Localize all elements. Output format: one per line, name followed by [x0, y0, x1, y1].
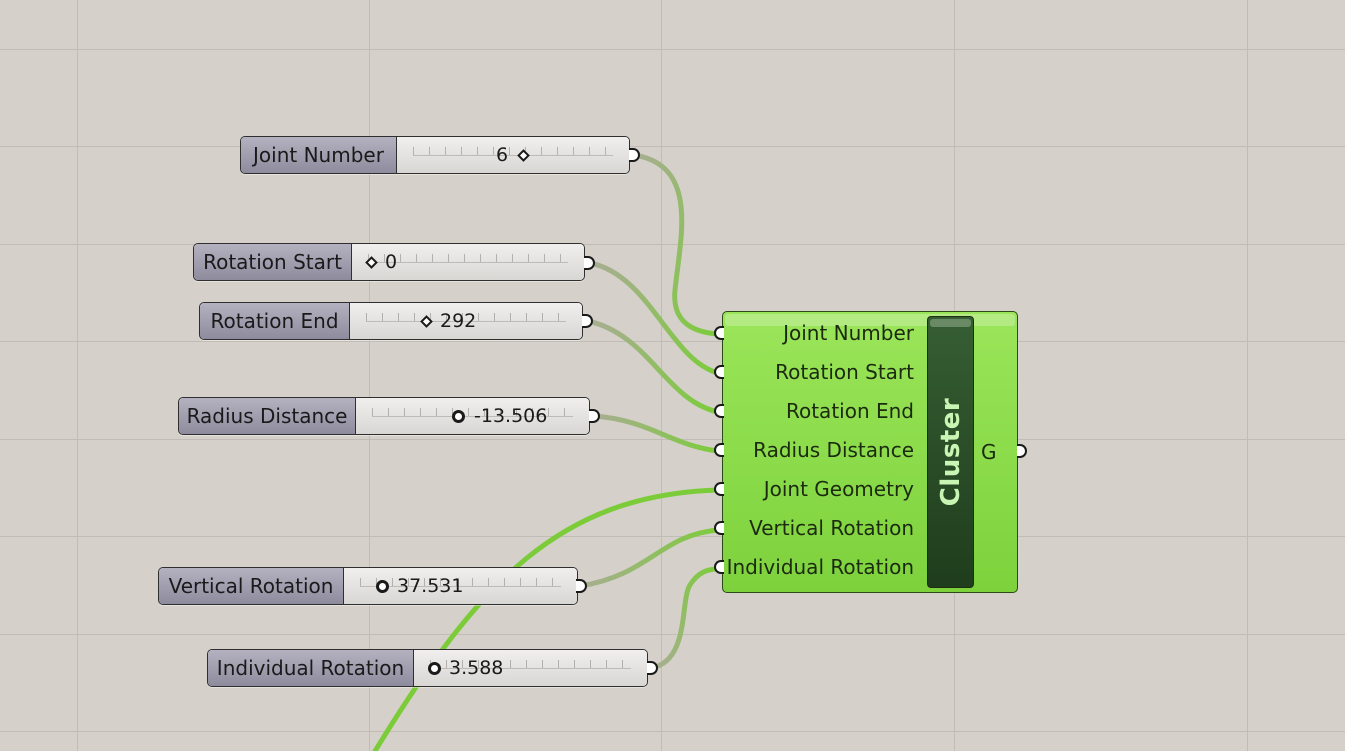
- wire-vertical-rotation[interactable]: [577, 527, 721, 589]
- output-grip[interactable]: [576, 579, 587, 593]
- slider-label[interactable]: Rotation Start: [194, 244, 352, 280]
- output-label-g[interactable]: G: [981, 440, 997, 464]
- wire-radius-distance[interactable]: [591, 413, 721, 454]
- slider-track[interactable]: -13.506: [356, 398, 589, 434]
- wire-rotation-end[interactable]: [585, 318, 721, 415]
- cluster-title: Cluster: [935, 397, 966, 507]
- input-grip[interactable]: [714, 443, 724, 457]
- slider-label[interactable]: Individual Rotation: [208, 650, 414, 686]
- wire-joint-number[interactable]: [631, 152, 721, 337]
- slider-label[interactable]: Joint Number: [241, 137, 397, 173]
- bar-highlight: [930, 319, 971, 327]
- slider-label[interactable]: Vertical Rotation: [159, 568, 344, 604]
- slider-ticks: [430, 660, 631, 669]
- input-label-rotation-start[interactable]: Rotation Start: [775, 360, 914, 384]
- slider-label[interactable]: Radius Distance: [179, 398, 356, 434]
- slider-label[interactable]: Rotation End: [200, 303, 350, 339]
- input-label-joint-geometry[interactable]: Joint Geometry: [763, 477, 914, 501]
- slider-ticks: [413, 147, 613, 156]
- slider-ticks: [360, 578, 561, 587]
- input-label-radius-distance[interactable]: Radius Distance: [753, 438, 914, 462]
- output-grip[interactable]: [584, 256, 595, 270]
- slider-joint-number[interactable]: Joint Number 6: [240, 136, 630, 174]
- input-label-joint-number[interactable]: Joint Number: [783, 321, 914, 345]
- output-grip[interactable]: [1017, 444, 1027, 458]
- input-grip[interactable]: [714, 560, 724, 574]
- slider-value: 292: [440, 310, 477, 332]
- input-label-vertical-rotation[interactable]: Vertical Rotation: [749, 516, 914, 540]
- slider-track[interactable]: 292: [350, 303, 582, 339]
- input-grip[interactable]: [714, 404, 724, 418]
- slider-value: 6: [496, 144, 509, 166]
- slider-individual-rotation[interactable]: Individual Rotation 3.588: [207, 649, 648, 687]
- output-grip[interactable]: [589, 409, 600, 423]
- slider-rotation-end[interactable]: Rotation End 292: [199, 302, 583, 340]
- input-grip[interactable]: [714, 365, 724, 379]
- wire-joint-geometry[interactable]: [372, 487, 721, 751]
- input-grip[interactable]: [714, 482, 724, 496]
- output-grip[interactable]: [582, 314, 593, 328]
- slider-grip-circle-icon[interactable]: [376, 580, 389, 593]
- input-label-individual-rotation[interactable]: Individual Rotation: [726, 555, 914, 579]
- slider-ticks: [368, 254, 568, 263]
- slider-radius-distance[interactable]: Radius Distance -13.506: [178, 397, 590, 435]
- input-label-rotation-end[interactable]: Rotation End: [785, 399, 914, 423]
- slider-grip-circle-icon[interactable]: [452, 410, 465, 423]
- slider-value: -13.506: [474, 405, 548, 427]
- slider-track[interactable]: 37.531: [344, 568, 577, 604]
- slider-grip-circle-icon[interactable]: [428, 662, 441, 675]
- input-grip[interactable]: [714, 521, 724, 535]
- output-grip[interactable]: [647, 661, 658, 675]
- slider-value: 37.531: [397, 575, 464, 597]
- cluster-name-bar[interactable]: Cluster: [927, 316, 974, 588]
- slider-vertical-rotation[interactable]: Vertical Rotation 37.531: [158, 567, 578, 605]
- input-grip[interactable]: [714, 326, 724, 340]
- slider-rotation-start[interactable]: Rotation Start 0: [193, 243, 585, 281]
- slider-ticks: [366, 313, 566, 322]
- output-grip[interactable]: [629, 148, 640, 162]
- slider-ticks: [372, 408, 573, 417]
- wire-individual-rotation[interactable]: [649, 566, 721, 671]
- slider-track[interactable]: 6: [397, 137, 629, 173]
- slider-track[interactable]: 0: [352, 244, 584, 280]
- slider-track[interactable]: 3.588: [414, 650, 647, 686]
- slider-value: 0: [385, 251, 398, 273]
- cluster-component[interactable]: Joint Number Rotation Start Rotation End…: [714, 311, 1027, 593]
- slider-value: 3.588: [449, 657, 504, 679]
- wire-rotation-start[interactable]: [587, 260, 721, 376]
